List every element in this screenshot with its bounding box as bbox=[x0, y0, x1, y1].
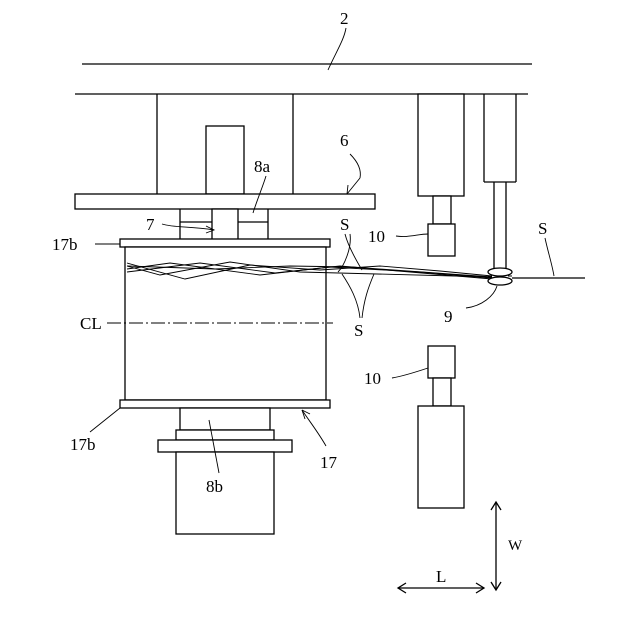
leader-yarn-upper bbox=[345, 234, 362, 270]
label-hub-top: 8a bbox=[254, 157, 271, 176]
sensor-bottom-head bbox=[428, 346, 455, 378]
leader-yarn-lower-2 bbox=[362, 274, 374, 318]
flange-bottom bbox=[120, 400, 330, 408]
leader-guide-roller bbox=[466, 286, 497, 308]
sensor-bottom-neck bbox=[433, 378, 451, 406]
label-dir-width: W bbox=[508, 538, 523, 554]
flange-top bbox=[120, 239, 330, 247]
label-bobbin: 17 bbox=[320, 453, 338, 472]
leader-flange-bottom bbox=[90, 408, 120, 432]
label-plate: 6 bbox=[340, 131, 349, 150]
label-flange-bottom: 17b bbox=[70, 435, 96, 454]
label-dir-length: L bbox=[436, 567, 446, 586]
hub-bottom-body bbox=[176, 452, 274, 534]
label-chuck: 7 bbox=[146, 215, 155, 234]
leader-yarn-right bbox=[545, 238, 554, 276]
label-yarn-right: S bbox=[538, 219, 547, 238]
hub-housing bbox=[206, 126, 244, 194]
hub-bottom-neck bbox=[180, 408, 270, 430]
label-frame: 2 bbox=[340, 9, 349, 28]
leader-sensor-bottom bbox=[392, 368, 428, 378]
mounting-plate bbox=[75, 194, 375, 209]
hub-bottom-plate bbox=[158, 440, 292, 452]
label-sensor-bottom: 10 bbox=[364, 369, 381, 388]
guide-roller-top bbox=[488, 268, 512, 276]
sensor-top-housing bbox=[418, 94, 464, 196]
leader-yarn-lower bbox=[342, 274, 360, 318]
leader-sensor-top bbox=[396, 234, 428, 237]
sensor-top-neck bbox=[433, 196, 451, 224]
label-yarn-lower: S bbox=[354, 321, 363, 340]
hub-bottom-ring bbox=[176, 430, 274, 440]
guide-roller-bottom bbox=[488, 277, 512, 285]
leader-plate bbox=[350, 154, 360, 178]
sensor-bottom-housing bbox=[418, 406, 464, 508]
label-guide-roller: 9 bbox=[444, 307, 453, 326]
sensor-top-head bbox=[428, 224, 455, 256]
arrow-plate bbox=[347, 178, 360, 194]
leader-bobbin bbox=[302, 410, 326, 446]
label-hub-bottom: 8b bbox=[206, 477, 223, 496]
label-yarn-upper: S bbox=[340, 215, 349, 234]
leader-chuck bbox=[162, 224, 214, 230]
label-sensor-top: 10 bbox=[368, 227, 385, 246]
label-center-line: CL bbox=[80, 314, 102, 333]
label-flange-top: 17b bbox=[52, 235, 78, 254]
